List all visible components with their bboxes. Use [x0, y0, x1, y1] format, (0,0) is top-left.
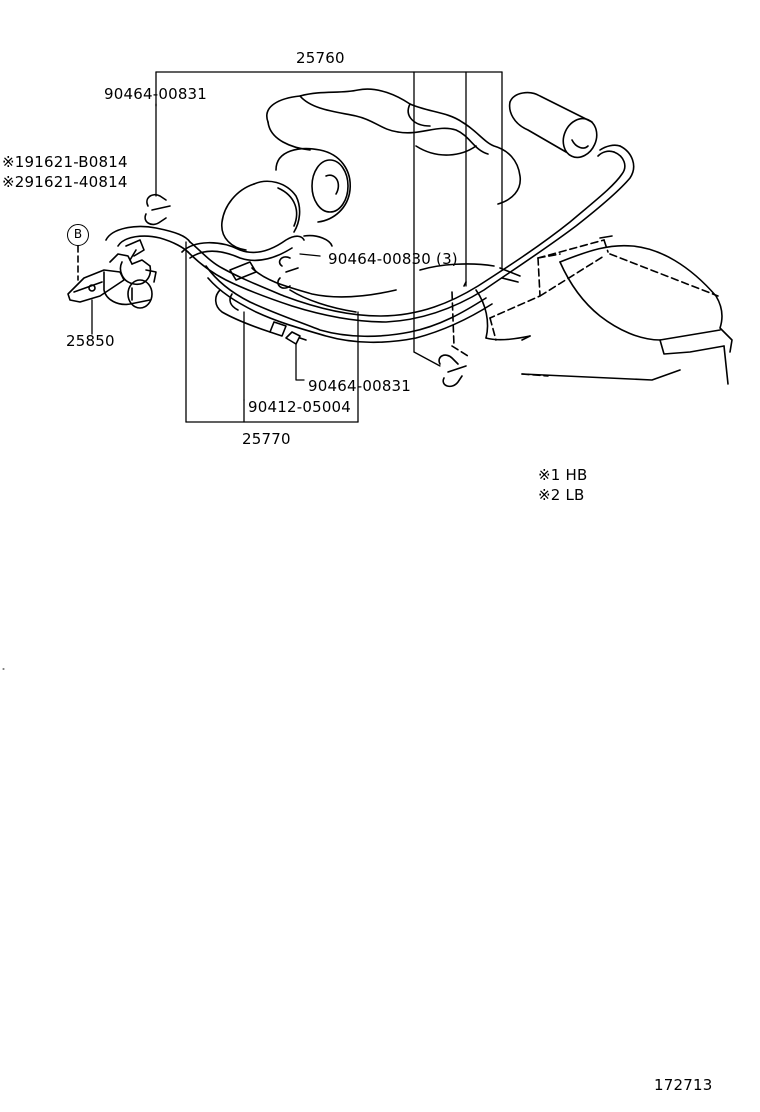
hose-clip-top — [144, 193, 171, 226]
vacuum-hose-assembly — [105, 144, 635, 344]
label-90464-00830: 90464-00830 (3) — [328, 250, 458, 268]
label-25850: 25850 — [66, 332, 115, 350]
label-25770: 25770 — [242, 430, 291, 448]
engine-block-outline — [221, 88, 733, 385]
label-291621-40814: ※291621-40814 — [2, 173, 128, 191]
label-90412-05004: 90412-05004 — [248, 398, 352, 416]
vacuum-switching-valve-25850 — [67, 239, 157, 309]
leader-lines — [77, 71, 503, 423]
label-90464-00831-bottom: 90464-00831 — [308, 377, 412, 395]
hose-clip-right — [438, 354, 467, 388]
illustration-id: 172713 — [654, 1076, 713, 1094]
legend-note-1: ※1 HB — [538, 466, 588, 484]
label-25760: 25760 — [296, 49, 345, 67]
legend-note-2: ※2 LB — [538, 486, 585, 504]
label-90464-00831-top: 90464-00831 — [104, 85, 208, 103]
label-191621-b0814: ※191621-B0814 — [2, 153, 128, 171]
reference-b-circle: B — [67, 224, 89, 246]
hose-clip-middle — [277, 256, 299, 289]
hose-clip-lower — [285, 331, 307, 345]
